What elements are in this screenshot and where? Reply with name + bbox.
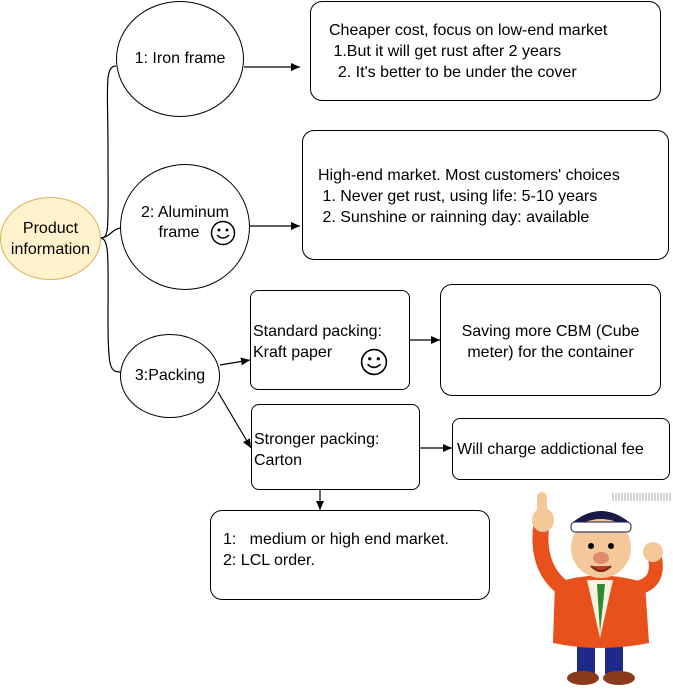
product-information-node[interactable]: Product information: [0, 197, 101, 280]
standard-desc-line-1: Saving more CBM (Cube: [461, 323, 640, 340]
stronger-line-2: Carton: [254, 452, 303, 469]
alu-desc-line-3: 2. Sunshine or rainning day: available: [318, 209, 590, 226]
standard-desc-line-2: meter) for the container: [467, 344, 634, 361]
tiny-watermark-text: [612, 493, 672, 501]
smiley-face-icon: [210, 220, 236, 246]
stronger-packing-description[interactable]: Will charge addictional fee: [452, 418, 670, 480]
aluminum-label-1: 2: Aluminum: [140, 204, 230, 221]
edge-root-aluminum: [99, 227, 123, 239]
root-line-1: Product: [22, 219, 79, 237]
iron-frame-label: 1: Iron frame: [134, 50, 226, 67]
standard-packing-box[interactable]: Standard packing: Kraft paper: [250, 290, 410, 390]
packing-label: 3:Packing: [134, 367, 206, 384]
edge-root-packing: [99, 237, 123, 373]
iron-desc-line-1: Cheaper cost, focus on low-end market: [329, 22, 608, 39]
carton-market-description[interactable]: 1: medium or high end market. 2: LCL ord…: [210, 510, 490, 600]
edge-packing-stronger: [217, 391, 252, 449]
smiley-face-icon: [360, 348, 388, 376]
standard-packing-description[interactable]: Saving more CBM (Cube meter) for the con…: [440, 284, 661, 396]
mascot-illustration: [532, 492, 663, 685]
standard-line-2: Kraft paper: [253, 344, 333, 361]
iron-frame-description[interactable]: Cheaper cost, focus on low-end market 1.…: [310, 1, 661, 101]
alu-desc-line-2: 1. Never get rust, using life: 5-10 year…: [318, 188, 598, 205]
stronger-line-1: Stronger packing:: [254, 431, 380, 448]
stronger-desc-line-1: Will charge addictional fee: [457, 441, 644, 458]
iron-frame-node[interactable]: 1: Iron frame: [116, 1, 244, 117]
aluminum-frame-description[interactable]: High-end market. Most customers' choices…: [302, 130, 669, 260]
alu-desc-line-1: High-end market. Most customers' choices: [318, 167, 620, 184]
root-line-2: information: [10, 240, 91, 258]
stronger-packing-box[interactable]: Stronger packing: Carton: [251, 404, 420, 490]
iron-desc-line-3: 2. It's better to be under the cover: [329, 64, 577, 81]
iron-desc-line-2: 1.But it will get rust after 2 years: [329, 43, 562, 60]
carton-desc-line-2: 2: LCL order.: [223, 552, 315, 569]
edge-root-iron: [99, 65, 117, 239]
standard-line-1: Standard packing:: [253, 323, 382, 340]
carton-desc-line-1: 1: medium or high end market.: [223, 531, 449, 548]
aluminum-label-2: frame: [158, 224, 200, 241]
edge-packing-standard: [219, 357, 251, 366]
packing-node[interactable]: 3:Packing: [120, 334, 220, 418]
